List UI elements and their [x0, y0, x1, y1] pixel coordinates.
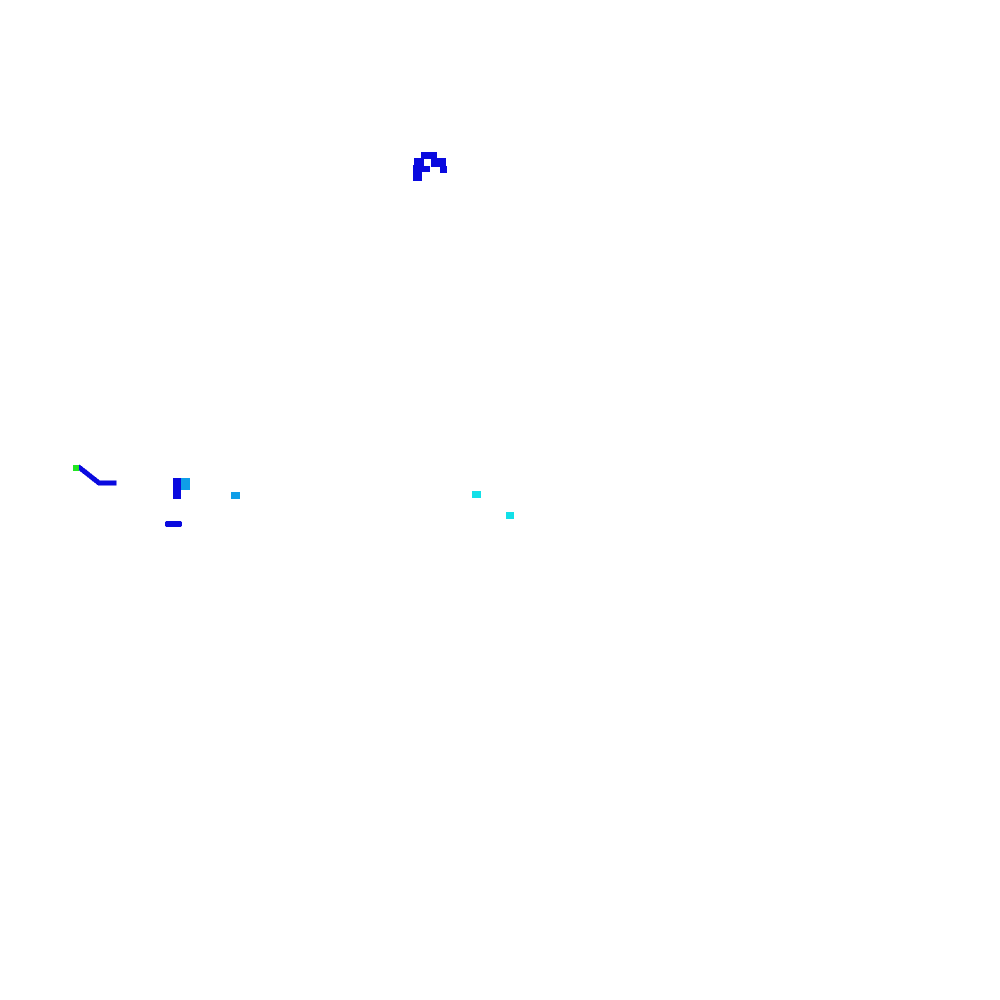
dash-bottom	[165, 521, 182, 527]
bar-vertical	[173, 478, 181, 499]
dot-green	[73, 465, 79, 471]
stroke-left-diagonal	[76, 464, 117, 486]
dot-sky-blue-near-bar	[181, 478, 190, 490]
dot-sky-blue-small	[231, 492, 240, 499]
blob-top	[413, 152, 447, 181]
dot-cyan-upper	[472, 491, 481, 498]
dot-cyan-lower	[506, 512, 514, 519]
